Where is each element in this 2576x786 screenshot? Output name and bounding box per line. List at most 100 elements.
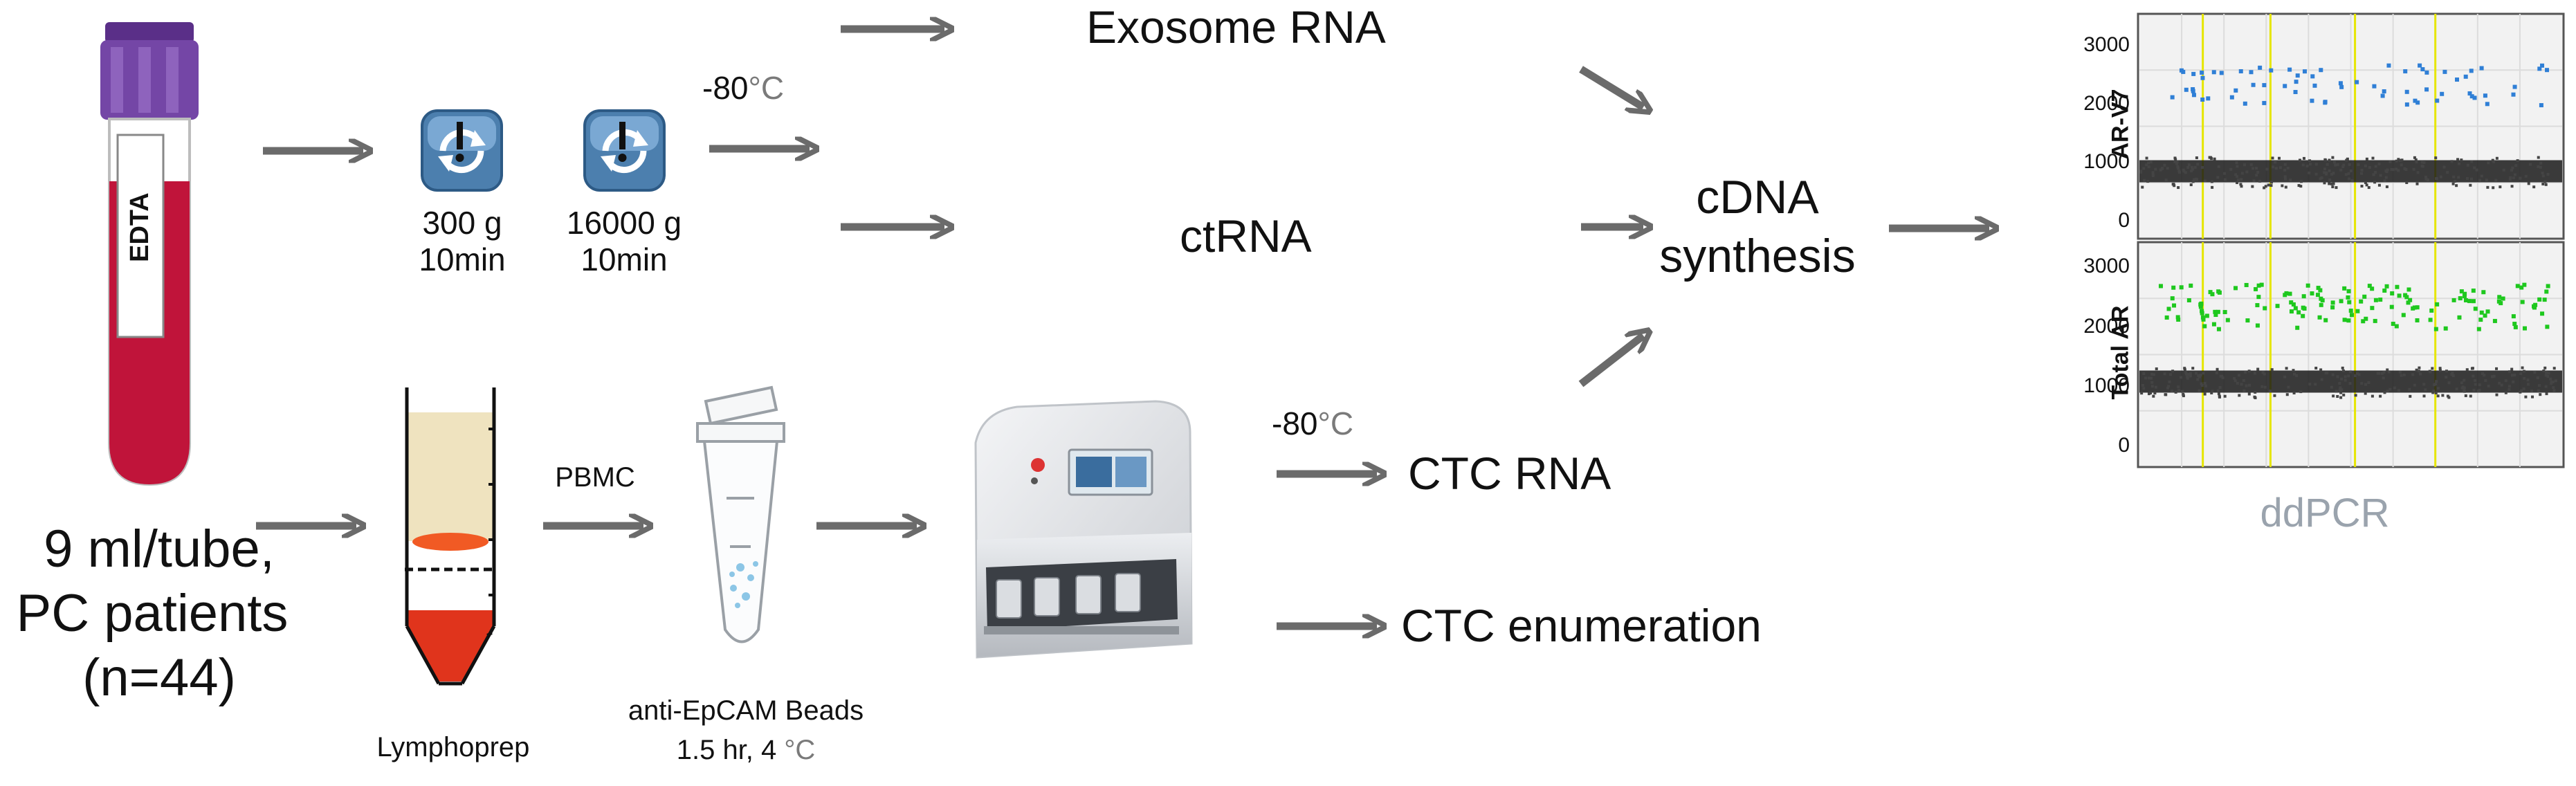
ddpcr-negative-droplet	[2295, 374, 2299, 377]
ddpcr-negative-droplet	[2422, 161, 2426, 164]
ddpcr-negative-droplet	[2336, 375, 2339, 378]
ddpcr-negative-droplet	[2283, 175, 2287, 179]
ddpcr-negative-droplet	[2263, 385, 2267, 389]
ddpcr-negative-droplet	[2552, 386, 2555, 390]
ddpcr-positive-droplet	[2259, 282, 2264, 287]
ddpcr-negative-droplet	[2217, 392, 2220, 396]
ddpcr-negative-droplet	[2387, 370, 2391, 374]
ddpcr-negative-droplet	[2331, 156, 2335, 159]
ddpcr-negative-droplet	[2171, 183, 2175, 186]
ddpcr-positive-droplet	[2415, 100, 2420, 105]
ddpcr-negative-droplet	[2183, 368, 2186, 372]
ddpcr-negative-droplet	[2244, 371, 2247, 374]
ddpcr-negative-droplet	[2175, 162, 2179, 165]
ddpcr-negative-droplet	[2140, 392, 2144, 395]
ddpcr-negative-droplet	[2235, 161, 2238, 165]
ddpcr-negative-droplet	[2189, 374, 2192, 378]
ddpcr-negative-droplet	[2510, 185, 2514, 188]
ddpcr-negative-droplet	[2163, 163, 2166, 167]
ddpcr-negative-droplet	[2377, 372, 2381, 375]
arrow-ctc-to-cdna	[1578, 336, 1643, 387]
ddpcr-negative-droplet	[2204, 384, 2208, 387]
ddpcr-positive-droplet	[2198, 304, 2203, 309]
ddpcr-negative-droplet	[2190, 165, 2193, 169]
ddpcr-negative-droplet	[2332, 394, 2335, 398]
ddpcr-negative-band	[2139, 370, 2562, 393]
ddpcr-positive-droplet	[2382, 289, 2387, 293]
ddpcr-positive-droplet	[2462, 293, 2467, 298]
ddpcr-negative-droplet	[2487, 161, 2490, 165]
ddpcr-negative-droplet	[2339, 396, 2343, 399]
ddpcr-negative-droplet	[2533, 371, 2537, 374]
ddpcr-negative-droplet	[2245, 384, 2248, 387]
ddpcr-negative-droplet	[2210, 391, 2213, 394]
ddpcr-negative-droplet	[2474, 378, 2477, 382]
ddpcr-positive-droplet	[2208, 290, 2213, 295]
ddpcr-negative-droplet	[2285, 393, 2289, 396]
ddpcr-negative-droplet	[2328, 179, 2332, 182]
ddpcr-bottom-tick-1000: 1000	[2083, 374, 2130, 397]
ddpcr-positive-droplet	[2406, 300, 2411, 305]
ddpcr-negative-droplet	[2446, 171, 2449, 174]
ddpcr-negative-droplet	[2216, 176, 2220, 179]
ddpcr-negative-droplet	[2435, 380, 2438, 383]
ddpcr-positive-droplet	[2319, 68, 2323, 73]
ddpcr-negative-droplet	[2200, 384, 2204, 387]
ddpcr-negative-droplet	[2400, 374, 2403, 377]
ddpcr-negative-droplet	[2184, 171, 2187, 174]
ddpcr-negative-droplet	[2180, 390, 2184, 393]
ddpcr-negative-droplet	[2267, 183, 2270, 187]
ddpcr-negative-droplet	[2217, 165, 2220, 168]
ddpcr-negative-droplet	[2377, 183, 2381, 187]
ddpcr-negative-droplet	[2450, 160, 2454, 163]
ddpcr-positive-droplet	[2546, 284, 2550, 289]
ddpcr-bottom-tick-0: 0	[2118, 434, 2130, 457]
ddpcr-negative-droplet	[2147, 165, 2150, 169]
ddpcr-negative-droplet	[2164, 393, 2167, 396]
ddpcr-negative-droplet	[2412, 167, 2415, 171]
beads-line2: 1.5 hr, 4 °C	[601, 735, 891, 765]
ddpcr-negative-droplet	[2463, 386, 2466, 390]
ddpcr-negative-droplet	[2284, 185, 2287, 189]
ddpcr-positive-droplet	[2346, 318, 2351, 323]
ddpcr-negative-droplet	[2492, 374, 2496, 378]
ddpcr-negative-droplet	[2510, 374, 2514, 377]
ddpcr-negative-droplet	[2371, 156, 2375, 160]
ddpcr-negative-droplet	[2364, 392, 2367, 395]
ddpcr-negative-droplet	[2223, 394, 2227, 398]
ddpcr-negative-droplet	[2524, 174, 2528, 178]
ddpcr-negative-droplet	[2522, 387, 2525, 391]
ddpcr-positive-droplet	[2179, 68, 2184, 73]
ddpcr-negative-droplet	[2293, 372, 2296, 376]
ddpcr-negative-droplet	[2472, 388, 2476, 392]
ddpcr-negative-droplet	[2342, 369, 2346, 373]
ddpcr-negative-droplet	[2292, 369, 2295, 372]
ddpcr-negative-droplet	[2353, 374, 2357, 378]
ddpcr-negative-droplet	[2400, 158, 2404, 162]
ddpcr-positive-droplet	[2403, 69, 2408, 74]
ddpcr-negative-droplet	[2299, 390, 2303, 394]
ddpcr-negative-droplet	[2177, 389, 2181, 392]
ddpcr-positive-droplet	[2229, 95, 2234, 100]
ddpcr-negative-droplet	[2413, 383, 2416, 387]
ddpcr-negative-droplet	[2285, 367, 2288, 370]
ddpcr-negative-droplet	[2334, 163, 2337, 167]
ddpcr-positive-droplet	[2310, 98, 2314, 103]
ddpcr-positive-droplet	[2413, 98, 2418, 103]
ddpcr-negative-droplet	[2331, 373, 2335, 376]
ddpcr-negative-droplet	[2193, 165, 2197, 169]
ddpcr-negative-droplet	[2543, 366, 2547, 369]
ddpcr-positive-droplet	[2200, 70, 2204, 75]
ddpcr-top-tick-3000: 3000	[2083, 33, 2130, 56]
ddpcr-positive-droplet	[2408, 298, 2413, 302]
patients-line3: (n=44)	[82, 648, 236, 707]
ddpcr-negative-droplet	[2552, 389, 2556, 392]
ddpcr-positive-droplet	[2200, 315, 2205, 320]
ddpcr-negative-droplet	[2215, 372, 2218, 375]
beads-line2-main: 1.5 hr, 4	[676, 735, 785, 765]
ddpcr-negative-droplet	[2218, 386, 2222, 390]
ddpcr-positive-droplet	[2395, 284, 2400, 289]
ddpcr-positive-droplet	[2397, 293, 2402, 298]
ddpcr-negative-droplet	[2347, 374, 2350, 378]
